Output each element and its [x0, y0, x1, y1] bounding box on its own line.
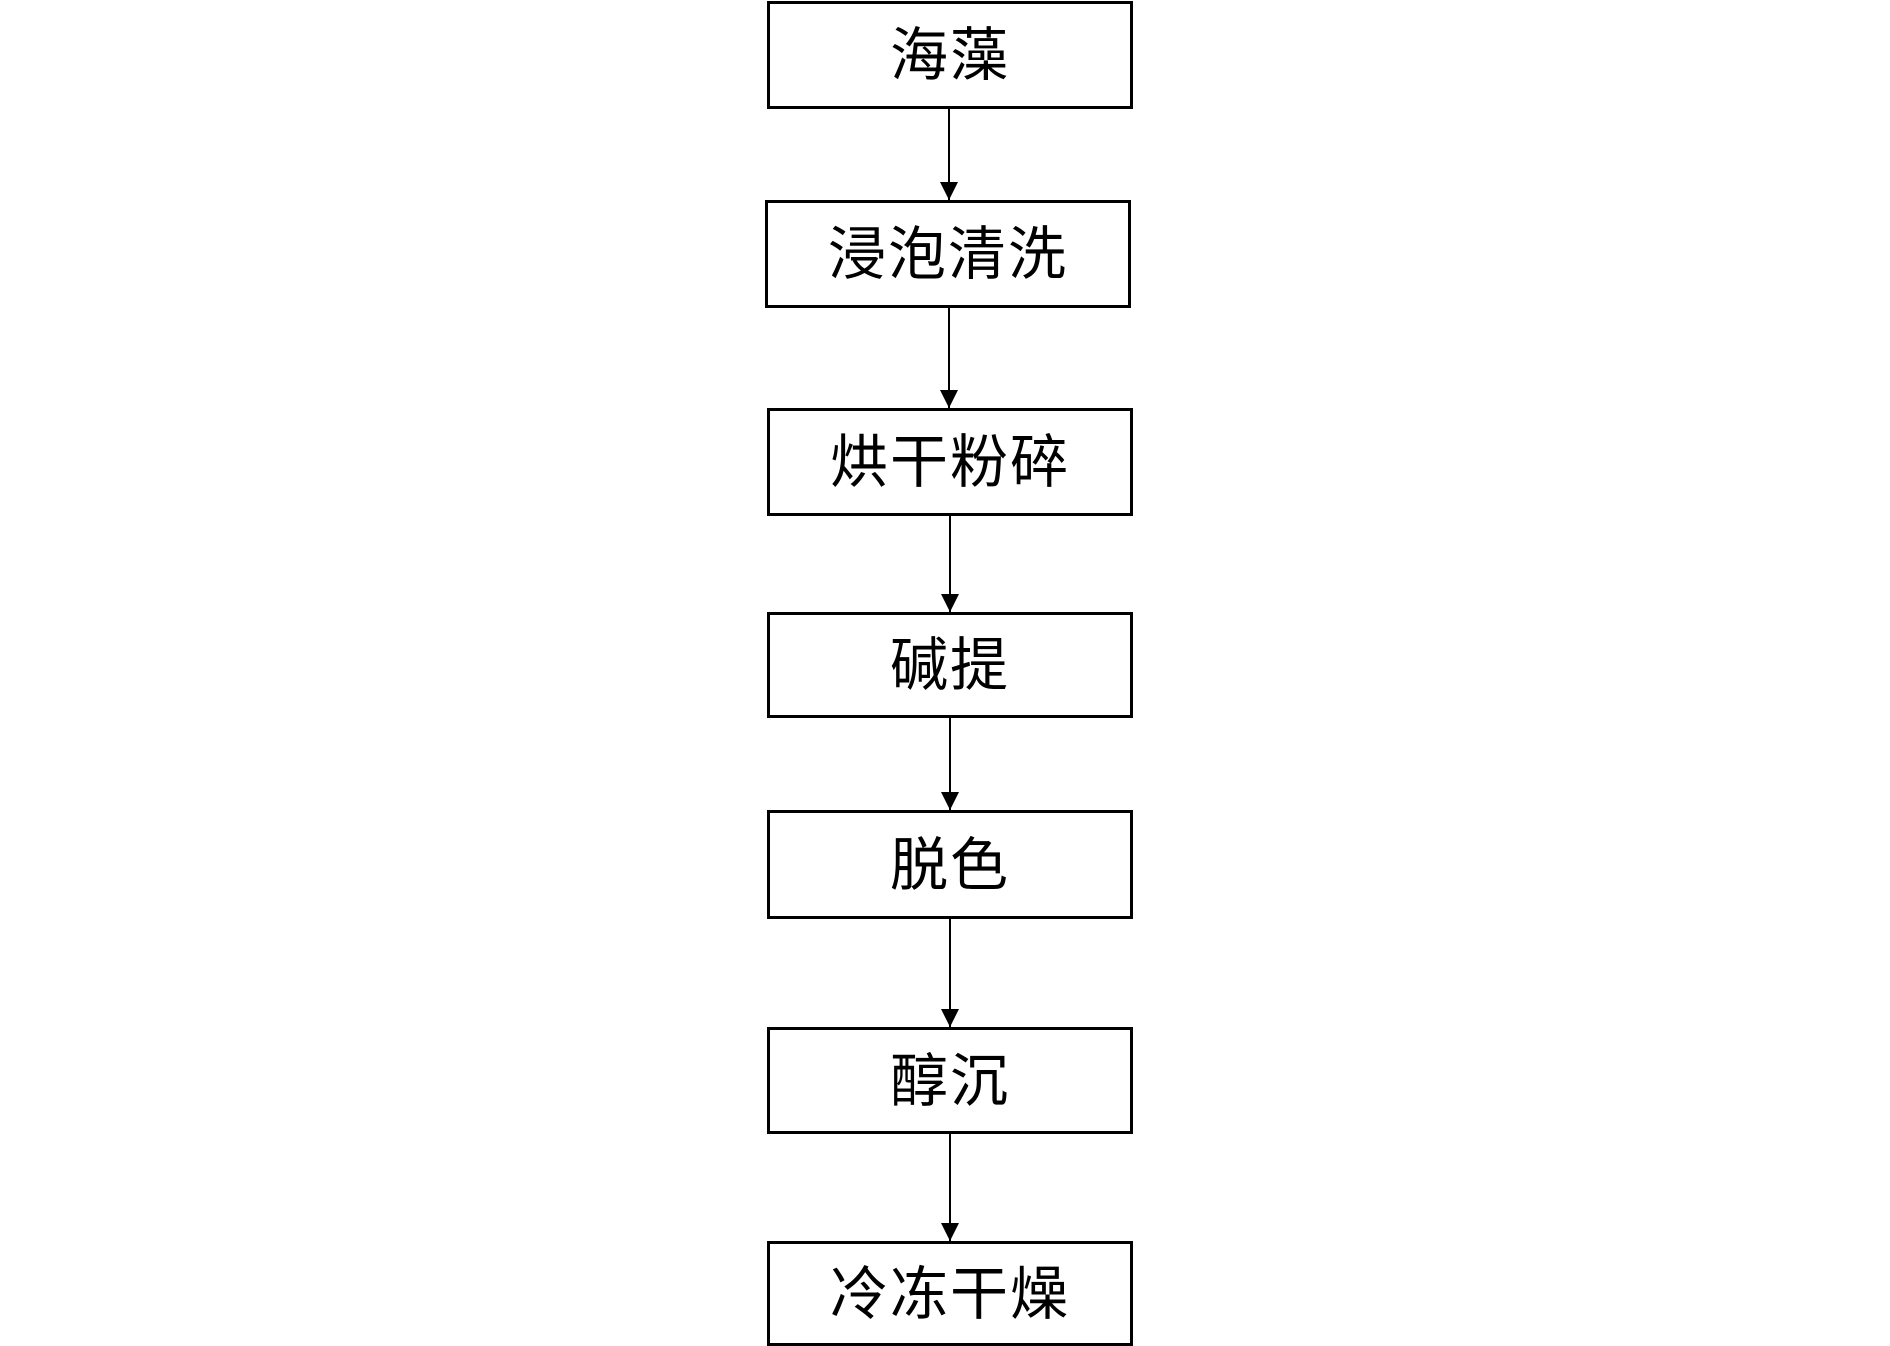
step-label: 烘干粉碎	[829, 428, 1070, 496]
arrow-down-icon	[940, 390, 958, 408]
arrow-shaft	[949, 919, 951, 1027]
arrow-down-icon	[941, 1009, 959, 1027]
step-box-alcohol-precipitation: 醇沉	[767, 1027, 1133, 1134]
flow-arrow	[934, 308, 964, 408]
step-label: 醇沉	[889, 1046, 1010, 1115]
flow-arrow	[935, 1134, 965, 1241]
flow-arrow	[935, 919, 965, 1027]
flow-arrow	[934, 109, 964, 200]
arrow-down-icon	[940, 182, 958, 200]
step-label: 浸泡清洗	[827, 220, 1068, 288]
step-box-alkali-extraction: 碱提	[767, 612, 1133, 718]
step-box-soak-wash: 浸泡清洗	[765, 200, 1131, 308]
arrow-shaft	[949, 1134, 951, 1241]
arrow-down-icon	[941, 1223, 959, 1241]
arrow-shaft	[949, 516, 951, 612]
step-label: 碱提	[889, 631, 1010, 699]
step-label: 冷冻干燥	[829, 1259, 1070, 1328]
arrow-shaft	[949, 718, 951, 810]
step-label: 海藻	[889, 21, 1010, 89]
step-box-freeze-dry: 冷冻干燥	[767, 1241, 1133, 1346]
flow-arrow	[935, 718, 965, 810]
arrow-shaft	[948, 308, 950, 408]
arrow-shaft	[948, 109, 950, 200]
step-box-seaweed: 海藻	[767, 1, 1133, 109]
arrow-down-icon	[941, 594, 959, 612]
flow-arrow	[935, 516, 965, 612]
step-label: 脱色	[889, 830, 1010, 899]
step-box-dry-grind: 烘干粉碎	[767, 408, 1133, 516]
arrow-down-icon	[941, 792, 959, 810]
step-box-decolorize: 脱色	[767, 810, 1133, 919]
